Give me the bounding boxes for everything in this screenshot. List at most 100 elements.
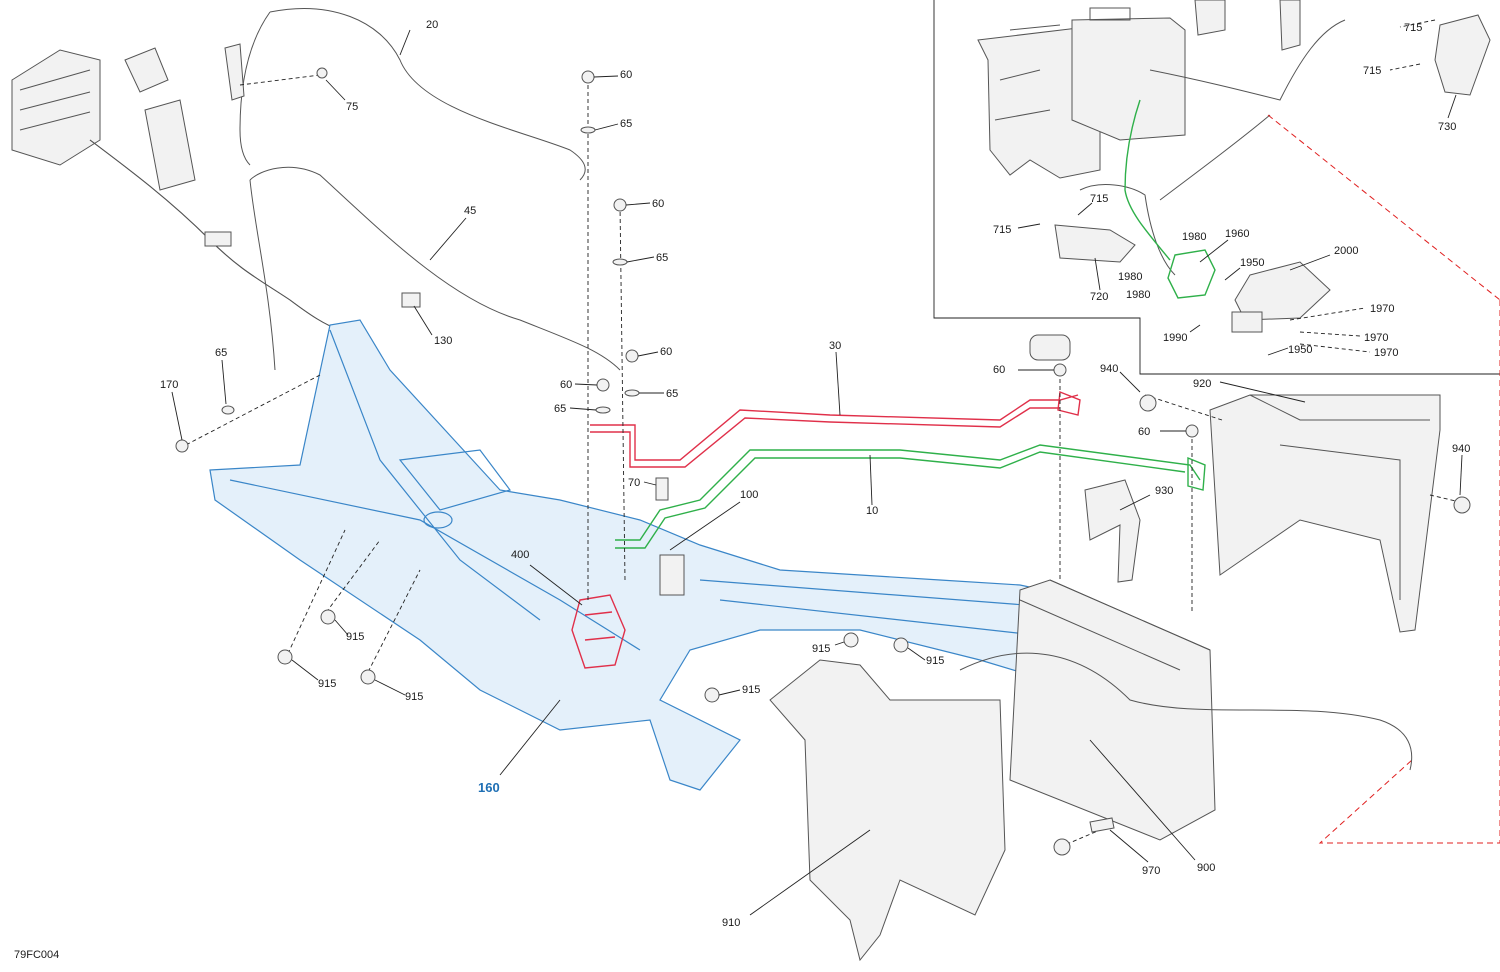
leader-715d xyxy=(1077,202,1093,216)
cable-30-lug xyxy=(1057,391,1081,416)
leader-970-label xyxy=(1109,829,1149,863)
callout-170: 170 xyxy=(160,379,178,391)
callout-1970b: 1970 xyxy=(1364,332,1388,344)
callout-915f: 915 xyxy=(926,655,944,667)
leader-915e xyxy=(834,641,845,646)
inset-reference-link xyxy=(1267,114,1500,844)
callout-75: 75 xyxy=(346,101,358,113)
washer-65b xyxy=(612,258,628,266)
callout-1980c: 1980 xyxy=(1126,289,1150,301)
frame-bracket xyxy=(398,449,512,511)
battery-900 xyxy=(1009,579,1216,841)
rivet-940a xyxy=(1139,394,1157,412)
harness-clip xyxy=(204,231,232,247)
leader-920 xyxy=(1219,381,1306,403)
inset-cover-2000 xyxy=(1234,261,1331,321)
rivet-915e xyxy=(843,632,859,648)
callout-60a: 60 xyxy=(620,69,632,81)
callout-915c: 915 xyxy=(405,691,423,703)
leader-915b xyxy=(291,659,319,681)
callout-130: 130 xyxy=(434,335,452,347)
callout-915d: 915 xyxy=(742,684,760,696)
ground-cable-10 xyxy=(615,444,1206,549)
leader-60a xyxy=(593,75,619,78)
inset-harness-branch xyxy=(1079,184,1176,276)
rivet-940b xyxy=(1453,496,1471,514)
callout-65d: 65 xyxy=(554,403,566,415)
cable-45-branch xyxy=(249,179,276,371)
leader-2000 xyxy=(1289,254,1331,271)
bolt-170 xyxy=(175,439,189,453)
leader-75 xyxy=(325,79,346,101)
positive-cable-30 xyxy=(529,391,1081,669)
main-harness xyxy=(11,8,621,371)
leader-715a xyxy=(1399,19,1436,28)
leader-100 xyxy=(669,501,741,551)
nut-75 xyxy=(316,67,328,79)
inset-detail: 715 715 730 715 715 720 1980 1980 1980 1… xyxy=(933,0,1500,844)
callout-65c: 65 xyxy=(666,388,678,400)
callout-60e: 60 xyxy=(993,364,1005,376)
leader-1970c xyxy=(1299,343,1371,353)
leader-915c xyxy=(374,679,406,696)
battery-harness xyxy=(959,652,1413,771)
leader-1990 xyxy=(1189,324,1201,333)
cover-920-edges xyxy=(1249,394,1430,600)
bolt-axis-75 xyxy=(239,74,321,86)
fuse-box xyxy=(11,49,101,166)
nut-60e xyxy=(1053,363,1067,377)
callout-730: 730 xyxy=(1438,121,1456,133)
rivet-915d xyxy=(704,687,720,703)
cable-30-path xyxy=(590,394,1079,461)
cable-45 xyxy=(249,166,621,371)
callout-1980b: 1980 xyxy=(1118,271,1142,283)
leader-130 xyxy=(413,305,433,336)
callout-940b: 940 xyxy=(1452,443,1470,455)
leader-1970a xyxy=(1289,307,1366,321)
rivet-915c xyxy=(360,669,376,685)
leader-1950b xyxy=(1267,347,1289,356)
connector-mid xyxy=(144,99,196,191)
callout-2000: 2000 xyxy=(1334,245,1358,257)
leader-65b xyxy=(626,256,655,263)
battery-top-edge xyxy=(1019,579,1211,671)
callout-720: 720 xyxy=(1090,291,1108,303)
leader-45 xyxy=(429,217,467,261)
inset-box-ribs xyxy=(994,24,1061,121)
leader-10 xyxy=(869,454,873,506)
washer-65e xyxy=(221,405,235,415)
leader-720 xyxy=(1094,257,1101,291)
callout-labels: 20 75 60 65 60 65 45 130 65 170 60 65 60… xyxy=(14,19,1470,961)
leader-65d xyxy=(569,407,597,411)
bolt-axis-170 xyxy=(179,374,321,449)
leader-60b xyxy=(625,202,651,206)
leader-940b-label xyxy=(1459,454,1463,496)
leader-20 xyxy=(399,29,411,56)
nut-60b xyxy=(613,198,627,212)
inset-battery xyxy=(1071,17,1186,141)
cable-10-lug xyxy=(1187,456,1206,491)
leader-915f xyxy=(907,647,926,661)
inset-lamp-720 xyxy=(1054,224,1136,263)
callout-60c: 60 xyxy=(660,346,672,358)
callout-1990: 1990 xyxy=(1163,332,1187,344)
main-harness-outline xyxy=(89,139,341,331)
leader-60d xyxy=(574,383,598,386)
callout-1960: 1960 xyxy=(1225,228,1249,240)
terminal-boot xyxy=(224,43,245,101)
relay-100 xyxy=(659,554,685,596)
inset-bracket-top xyxy=(1194,0,1226,36)
inset-battery-terminal xyxy=(1089,7,1131,21)
frame-inner-rails xyxy=(229,329,641,651)
callout-900: 900 xyxy=(1197,862,1215,874)
callout-65b: 65 xyxy=(656,252,668,264)
callout-60f: 60 xyxy=(1138,426,1150,438)
diagram-code: 79FC004 xyxy=(14,949,59,961)
cable-30-path-inner xyxy=(590,407,1060,468)
callout-915b: 915 xyxy=(318,678,336,690)
callout-60d: 60 xyxy=(560,379,572,391)
callout-715b: 715 xyxy=(1363,65,1381,77)
nut-970 xyxy=(1053,838,1071,856)
rivet-915f xyxy=(893,637,909,653)
